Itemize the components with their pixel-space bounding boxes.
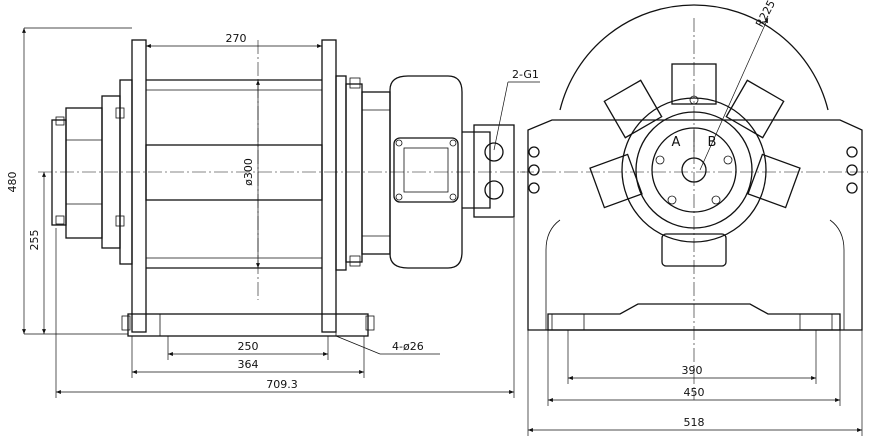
front-view: 480 255 270 ø300 2-G1 250 364 709.3 4-ø2… xyxy=(6,27,540,398)
dim-overall-length: 709.3 xyxy=(266,378,298,391)
dim-base-hole-spacing: 250 xyxy=(238,340,259,353)
dim-side-base-width: 450 xyxy=(684,386,705,399)
hydraulic-motor-side xyxy=(589,63,801,267)
side-frame-bolts xyxy=(528,146,858,194)
hydraulic-motor-front xyxy=(389,75,515,269)
port-a-label: A xyxy=(672,135,681,150)
side-view: A B R225 390 450 518 xyxy=(520,0,868,436)
dim-drum-length: 270 xyxy=(226,32,247,45)
hole-label: 4-ø26 xyxy=(392,340,424,353)
side-frame xyxy=(527,119,863,331)
dim-side-hole-spacing: 390 xyxy=(682,364,703,377)
dim-drum-diameter: ø300 xyxy=(242,158,255,186)
drum xyxy=(145,79,323,269)
dim-flange-radius: R225 xyxy=(753,0,778,29)
front-base xyxy=(121,313,375,337)
left-drum-flange xyxy=(131,39,147,333)
side-flange-arc xyxy=(559,4,829,111)
right-support xyxy=(335,75,391,271)
dim-side-overall-width: 518 xyxy=(684,416,705,429)
right-drum-flange xyxy=(321,39,337,333)
port-label: 2-G1 xyxy=(512,68,539,81)
dim-overall-height: 480 xyxy=(6,172,19,193)
dim-shaft-height: 255 xyxy=(28,230,41,251)
dim-base-length: 364 xyxy=(238,358,259,371)
